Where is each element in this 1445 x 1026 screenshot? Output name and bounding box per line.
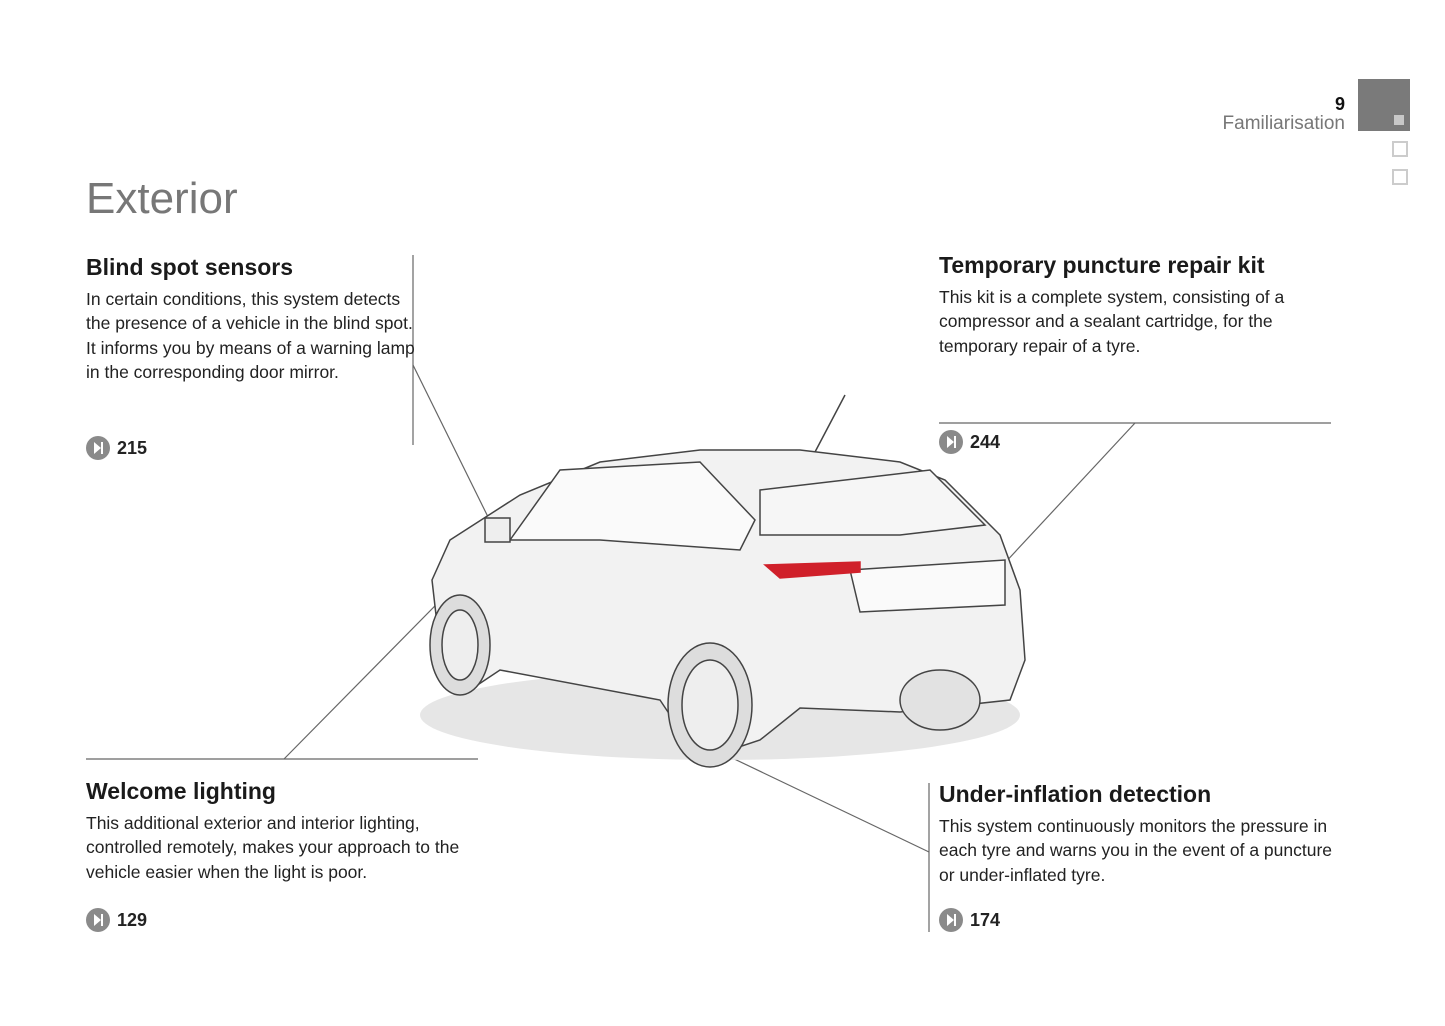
car-body (429, 394, 1026, 768)
section-heading: Welcome lighting (86, 778, 276, 804)
section-body: This additional exterior and interior li… (86, 813, 460, 882)
page-ref-number: 129 (117, 909, 148, 930)
chapter-title: Familiarisation (1222, 113, 1345, 134)
callout-lines (86, 255, 1331, 932)
page-ref-number: 244 (970, 431, 1001, 452)
section-heading: Temporary puncture repair kit (939, 252, 1265, 278)
page-ref-link[interactable]: 174 (939, 908, 1000, 932)
section-body: This kit is a complete system, consistin… (939, 287, 1285, 356)
page-ref-icon (939, 908, 963, 932)
chapter-tab-active[interactable] (1358, 79, 1410, 131)
chapter-tab[interactable] (1392, 141, 1408, 157)
section-welcome-lighting: Welcome lighting This additional exterio… (86, 778, 466, 884)
page-ref-number: 174 (970, 909, 1001, 930)
page-ref-icon (86, 436, 110, 460)
page-ref-number: 215 (117, 437, 148, 458)
section-heading: Blind spot sensors (86, 254, 294, 280)
page-title: Exterior (86, 174, 238, 223)
section-puncture-repair-kit: Temporary puncture repair kit This kit i… (939, 252, 1319, 358)
page-ref-icon (939, 430, 963, 454)
section-blind-spot-sensors: Blind spot sensors In certain conditions… (86, 254, 416, 384)
chapter-tab[interactable] (1392, 169, 1408, 185)
page-ref-icon (86, 908, 110, 932)
section-body: This system continuously monitors the pr… (939, 816, 1333, 885)
page-number: 9 (1334, 94, 1345, 114)
section-under-inflation-detection: Under-inflation detection This system co… (939, 781, 1339, 887)
page-ref-link[interactable]: 129 (86, 908, 147, 932)
page-ref-link[interactable]: 215 (86, 436, 147, 460)
section-heading: Under-inflation detection (939, 781, 1212, 807)
page-ref-link[interactable]: 244 (939, 430, 1000, 454)
section-body: In certain conditions, this system detec… (86, 289, 415, 382)
